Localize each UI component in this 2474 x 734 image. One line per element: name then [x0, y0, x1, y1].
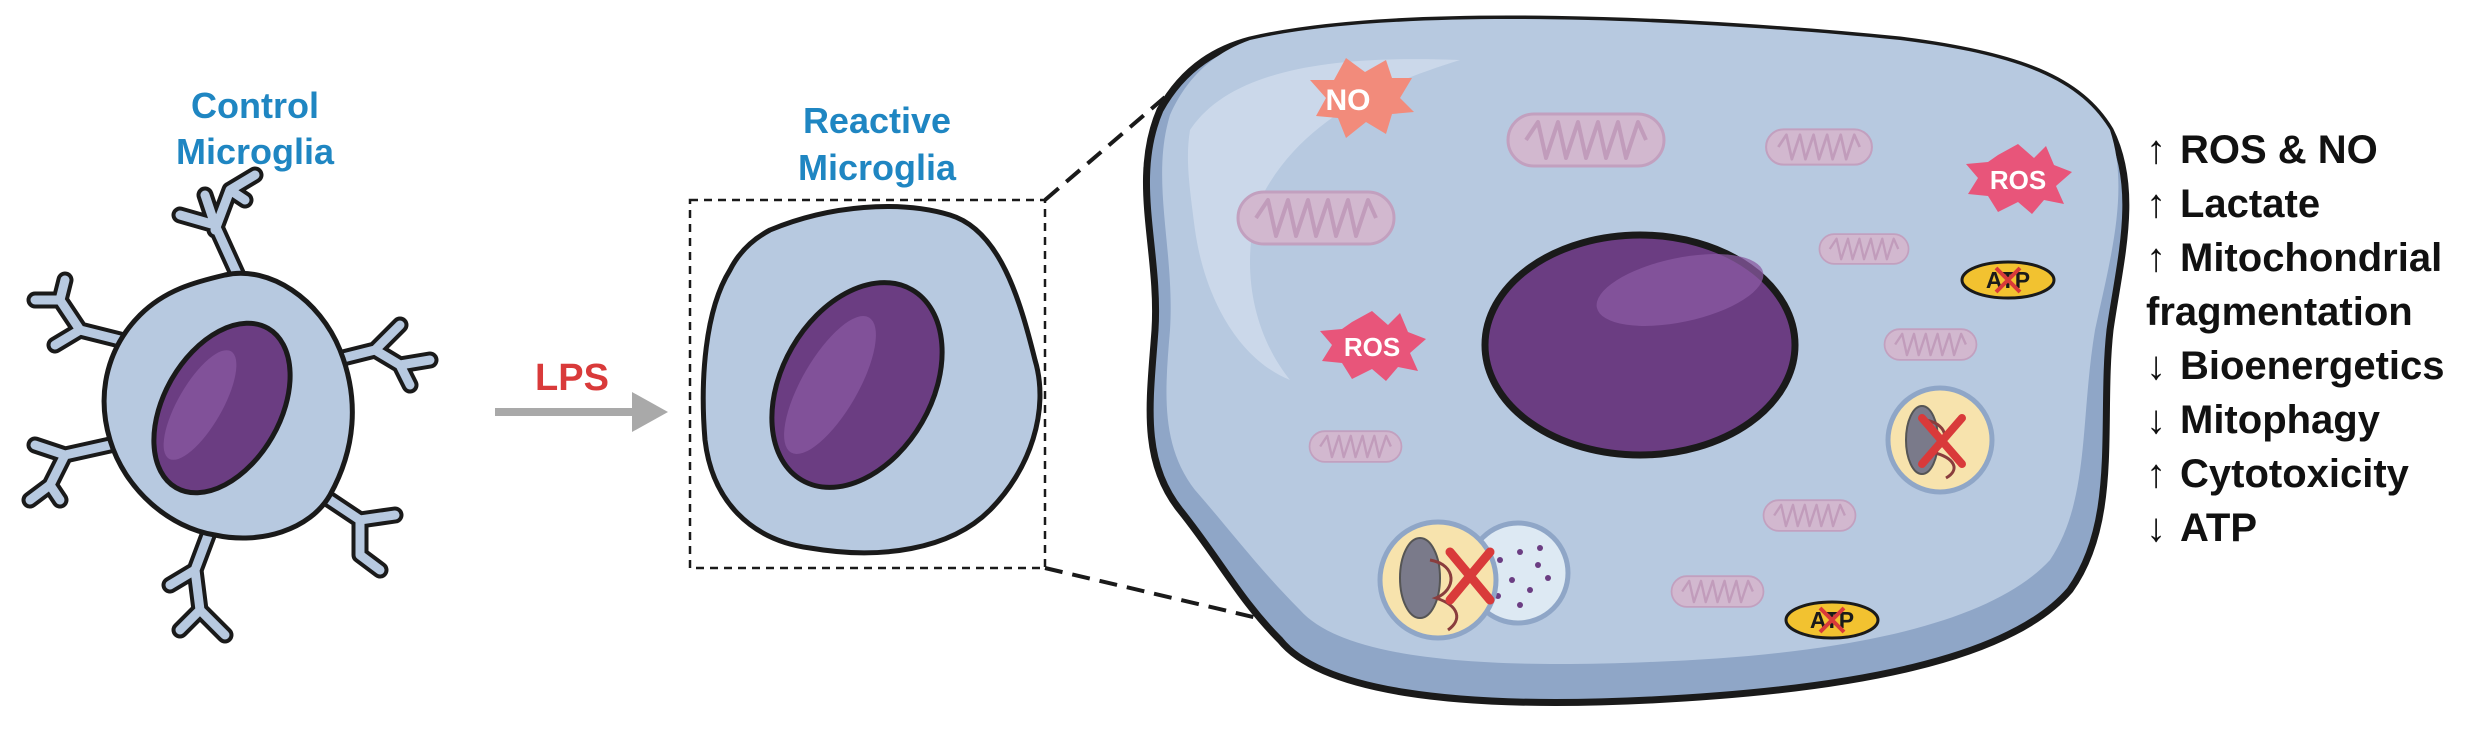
atp-marker: ATP: [1960, 260, 2056, 300]
mitochondrion: [1883, 328, 1978, 361]
cross-icon: [1918, 414, 1966, 468]
effect-text: fragmentation: [2146, 290, 2413, 334]
effect-item: ↓ ATP: [2146, 506, 2257, 550]
reactive-microglia-label: Reactive Microglia: [798, 100, 957, 188]
control-label-line1: Control: [191, 85, 319, 126]
reactive-label-line1: Reactive: [803, 100, 951, 141]
effect-item: ↓ Bioenergetics: [2146, 344, 2445, 388]
effect-arrow: ↓: [2146, 398, 2166, 442]
ros-label: ROS: [1344, 332, 1400, 362]
lps-stimulus: LPS: [495, 357, 668, 432]
atp-marker: ATP: [1784, 600, 1880, 640]
ros-marker: ROS: [1320, 311, 1426, 381]
effect-text: Cytotoxicity: [2180, 452, 2410, 496]
effect-text: Lactate: [2180, 182, 2320, 226]
zoom-box: [688, 198, 1047, 570]
blocked-lysosome-fusion: [1377, 519, 1571, 641]
control-label-line2: Microglia: [176, 131, 335, 172]
effect-item: ↑ Lactate: [2146, 182, 2320, 226]
mitochondrion: [1506, 112, 1666, 168]
control-microglia-label: Control Microglia: [176, 85, 335, 172]
enlarged-microglia-cell: NO ROS ROS ATP ATP: [1143, 15, 2130, 706]
no-label: NO: [1326, 84, 1371, 117]
control-microglia-cell: [21, 166, 439, 644]
effect-text: ATP: [2180, 506, 2257, 550]
blocked-autophagosome: [1885, 385, 1995, 495]
ros-marker: ROS: [1966, 144, 2072, 214]
lps-label: LPS: [535, 357, 609, 399]
effect-text: Mitochondrial: [2180, 236, 2442, 280]
cross-icon: [1445, 547, 1495, 605]
cross-icon: [1818, 606, 1846, 634]
effect-arrow: ↑: [2146, 128, 2166, 172]
mitochondrion: [1764, 128, 1874, 166]
mitochondrion: [1818, 233, 1910, 265]
ros-label: ROS: [1990, 165, 2046, 195]
effect-arrow: ↑: [2146, 236, 2166, 280]
effect-arrow: ↑: [2146, 182, 2166, 226]
effects-list: ↑ ROS & NO ↑ Lactate ↑ Mitochondrial fra…: [2146, 128, 2445, 550]
effect-text: ROS & NO: [2180, 128, 2378, 172]
zoom-line-top: [1043, 78, 1187, 202]
effect-arrow: ↓: [2146, 506, 2166, 550]
no-marker: NO: [1310, 58, 1414, 138]
mitochondrion: [1308, 430, 1403, 463]
mitochondrion: [1762, 499, 1857, 532]
reactive-microglia-cell: [700, 204, 1043, 556]
reactive-label-line2: Microglia: [798, 147, 957, 188]
mitochondrion: [1236, 190, 1396, 246]
effect-text: Bioenergetics: [2180, 344, 2445, 388]
effect-item: fragmentation: [2146, 290, 2413, 334]
effect-item: ↑ Mitochondrial: [2146, 236, 2442, 280]
effect-item: ↑ ROS & NO: [2146, 128, 2378, 172]
cross-icon: [1994, 266, 2022, 294]
effect-arrow: ↑: [2146, 452, 2166, 496]
mitochondrion: [1670, 575, 1765, 608]
effect-text: Mitophagy: [2180, 398, 2381, 442]
effect-arrow: ↓: [2146, 344, 2166, 388]
effect-item: ↓ Mitophagy: [2146, 398, 2381, 442]
lps-arrow-head: [632, 392, 668, 432]
zoom-line-bottom: [1044, 566, 1301, 630]
effect-item: ↑ Cytotoxicity: [2146, 452, 2410, 496]
